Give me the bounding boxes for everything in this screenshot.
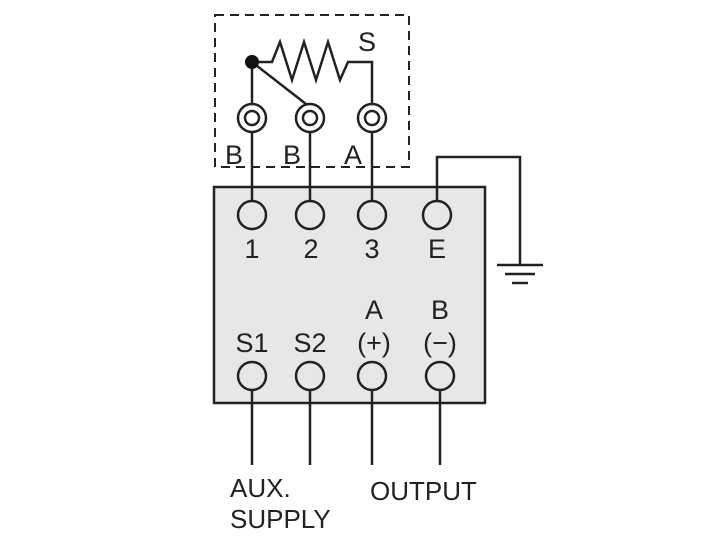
terminal-label-1: 1	[244, 234, 259, 264]
ground-icon	[497, 263, 543, 285]
lead-connector-2	[294, 102, 326, 134]
terminal-label-e: E	[428, 234, 446, 264]
terminal-sign-plus: (+)	[357, 328, 391, 358]
terminal-label-b: B	[431, 295, 449, 325]
junction-dot	[245, 55, 259, 69]
terminal-icon	[236, 199, 268, 231]
output-wires	[250, 390, 442, 465]
sensor-label: S	[358, 27, 376, 57]
terminal-sign-minus: (−)	[423, 328, 457, 358]
terminal-label-3: 3	[364, 234, 379, 264]
lead-connector-1	[236, 102, 268, 134]
terminal-label-2: 2	[303, 234, 318, 264]
terminal-icon	[421, 199, 453, 231]
lead-connector-3	[356, 102, 388, 134]
terminal-icon	[356, 199, 388, 231]
sensor-wires	[250, 132, 374, 201]
lead-label-2: B	[283, 140, 301, 170]
terminal-icon	[294, 199, 326, 231]
resistor-icon	[250, 37, 374, 105]
transmitter-module	[212, 185, 487, 405]
ground-wire	[435, 155, 522, 264]
output-label: OUTPUT	[370, 476, 477, 506]
aux-supply-label-line1: AUX.	[230, 473, 291, 503]
terminal-label-s2: S2	[293, 328, 326, 358]
terminal-label-a: A	[365, 295, 383, 325]
terminal-label-s1: S1	[235, 328, 268, 358]
sensor-enclosure	[214, 14, 410, 168]
lead-label-1: B	[225, 140, 243, 170]
aux-supply-label-line2: SUPPLY	[230, 504, 331, 534]
lead-label-3: A	[344, 140, 362, 170]
